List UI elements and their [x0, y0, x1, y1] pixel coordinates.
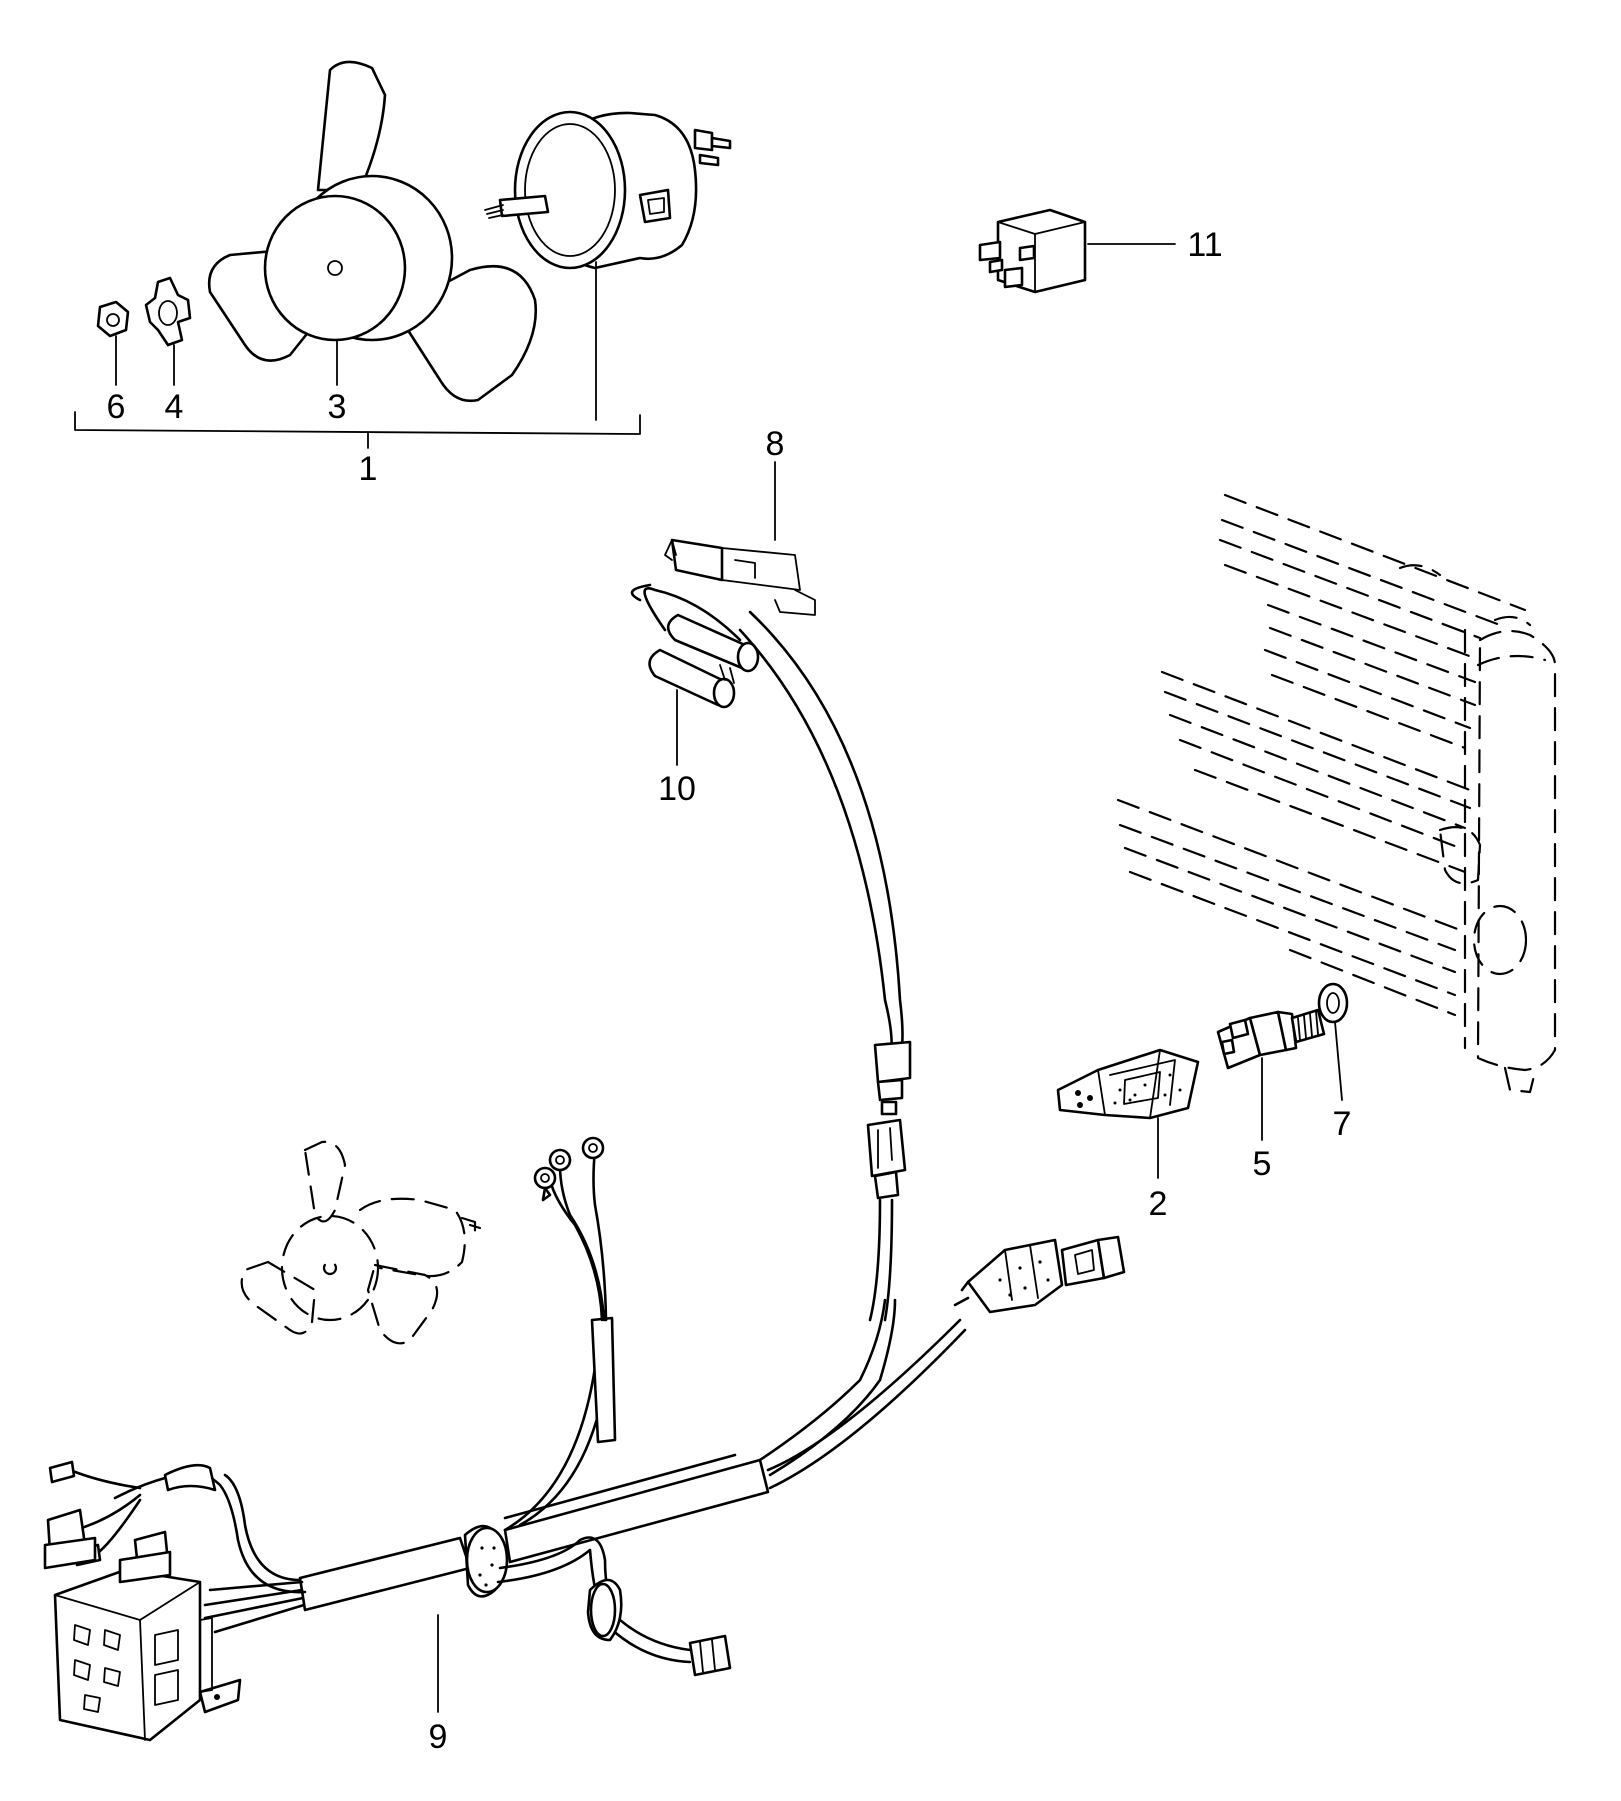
- fan-blade-top: [316, 60, 387, 192]
- fan-hub-center: [327, 260, 343, 276]
- callout-5: 5: [1253, 1145, 1272, 1183]
- relay: [978, 208, 1176, 294]
- fan-motor-assembly: [74, 60, 732, 449]
- assembly-bracket: [74, 411, 641, 435]
- callout-3: 3: [328, 388, 347, 426]
- motor-shaft: [498, 194, 550, 218]
- nut: [96, 300, 130, 338]
- lock-washer: [144, 276, 192, 347]
- mounting-clip: [664, 461, 816, 616]
- fan-motor-end: [513, 110, 627, 270]
- temperature-switch: [1216, 1008, 1326, 1141]
- callout-labels: 1 2 3 4 5 6 7 8 9 10 11: [107, 226, 1352, 1756]
- callout-11: 11: [1187, 226, 1222, 264]
- wiring-harness: [48, 610, 1126, 1677]
- callout-2: 2: [1149, 1185, 1168, 1223]
- harness-plug: [966, 1238, 1064, 1314]
- callout-4: 4: [165, 388, 184, 426]
- sealing-ring: [1317, 982, 1349, 1101]
- radiator-reference: [1116, 493, 1557, 1094]
- callout-7: 7: [1333, 1105, 1352, 1143]
- callout-10: 10: [658, 770, 696, 808]
- terminal-block: [43, 1508, 439, 1742]
- callout-8: 8: [766, 425, 785, 463]
- resistor: [630, 583, 760, 766]
- callout-6: 6: [107, 388, 126, 426]
- fan-hub: [263, 194, 407, 342]
- callout-1: 1: [359, 450, 378, 488]
- connector-housing: [1056, 1048, 1200, 1179]
- fan-reference: [240, 1140, 482, 1345]
- callout-9: 9: [429, 1718, 448, 1756]
